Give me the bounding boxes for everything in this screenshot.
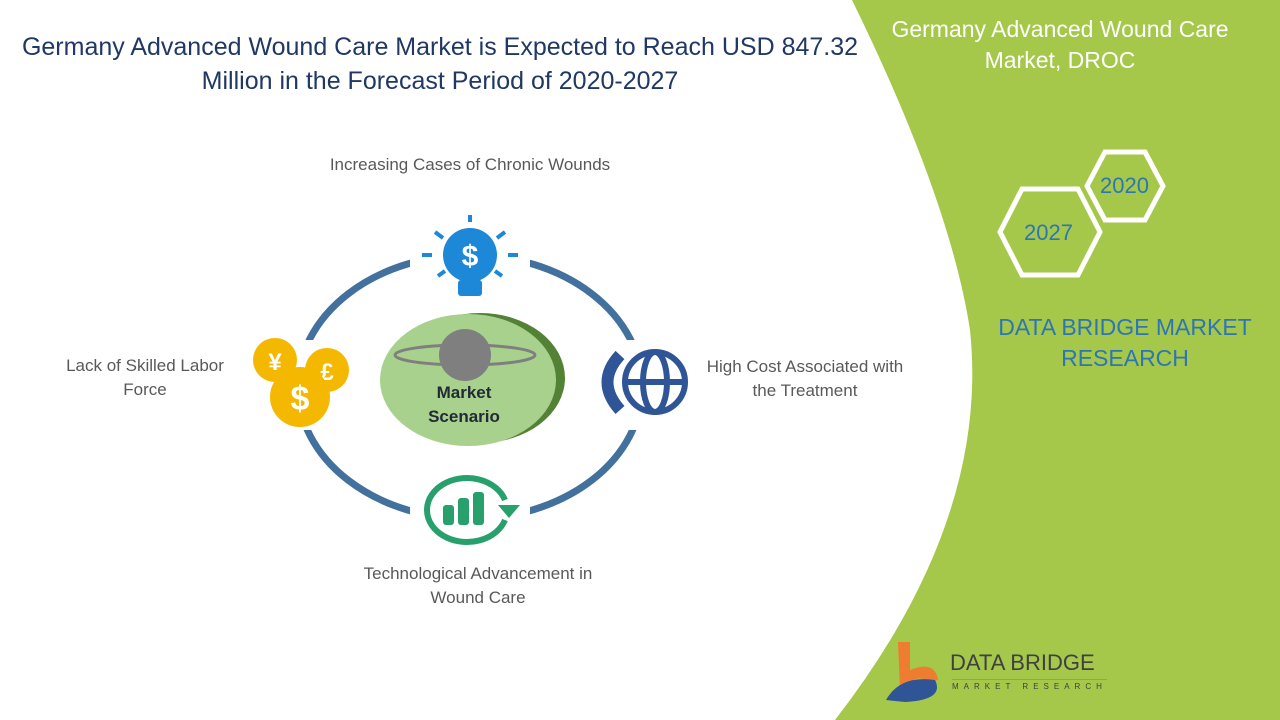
page-title: Germany Advanced Wound Care Market is Ex… [21, 33, 859, 95]
svg-text:$: $ [291, 380, 310, 418]
green-panel [835, 0, 1280, 720]
factor-left: Lack of Skilled Labor Force [66, 356, 224, 399]
panel-title: Germany Advanced Wound Care Market, DROC [891, 16, 1229, 73]
factor-top: Increasing Cases of Chronic Wounds [329, 155, 611, 174]
growth-chart-icon [424, 475, 520, 545]
brand-name: DATA BRIDGE MARKET RESEARCH [998, 314, 1252, 371]
lightbulb-dollar-icon: $ [422, 215, 518, 296]
center-label: Market Scenario [428, 383, 500, 426]
logo-sub: MARKET RESEARCH [952, 679, 1107, 691]
factor-right: High Cost Associated with the Treatment [706, 357, 904, 400]
currency-coins-icon: ¥ £ $ [253, 338, 349, 427]
planet-icon [439, 329, 491, 381]
svg-text:¥: ¥ [268, 349, 282, 376]
year-end: 2027 [1024, 220, 1073, 245]
factor-bottom: Technological Advancement in Wound Care [363, 564, 593, 607]
globe-phone-icon [601, 349, 688, 415]
hexagon-2020 [1084, 149, 1166, 223]
logo-name: DATA BRIDGE [950, 650, 1095, 675]
year-start: 2020 [1100, 173, 1149, 198]
data-bridge-logo [886, 642, 938, 702]
svg-text:$: $ [462, 240, 479, 273]
hexagon-2027 [997, 186, 1103, 278]
